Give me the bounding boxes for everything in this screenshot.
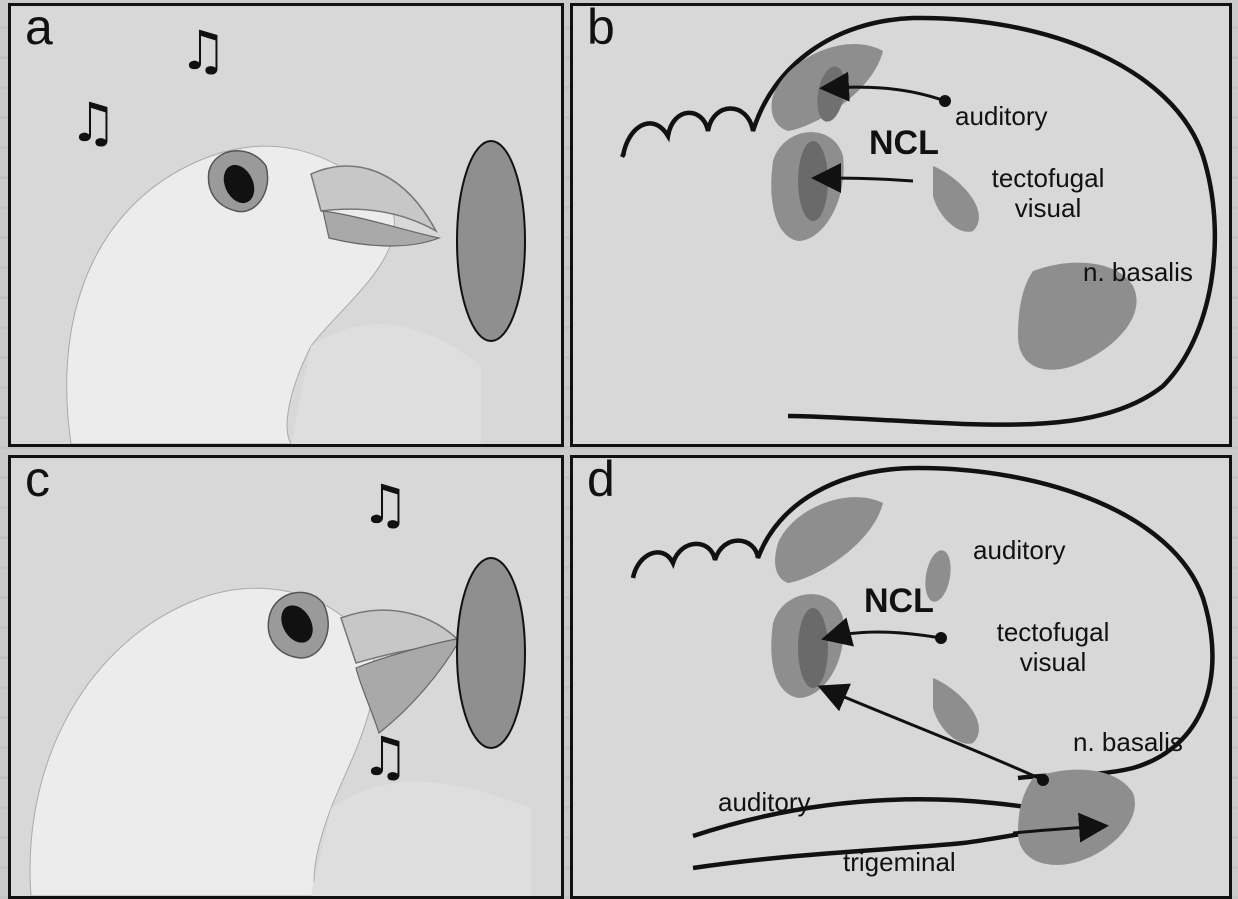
- label-tectofugal-visual: tectofugal visual: [978, 618, 1128, 678]
- area-tectofugal-visual: [798, 608, 828, 688]
- label-tectofugal-line1: tectofugal: [978, 618, 1128, 648]
- music-note-icon: ♫: [179, 24, 227, 78]
- pigeon-brain-diagram-d: [573, 458, 1229, 896]
- label-n-basalis: n. basalis: [1073, 728, 1183, 758]
- area-lateral: [933, 166, 979, 232]
- panel-letter-d: d: [587, 455, 615, 504]
- panel-b: b auditory NCL tectofugal visual n. basa…: [570, 3, 1232, 447]
- visual-target-ellipse-c: [457, 558, 525, 748]
- panel-c: c ♫ ♫: [8, 455, 564, 899]
- label-tectofugal-visual: tectofugal visual: [978, 164, 1118, 224]
- brain-outline: [623, 18, 1215, 425]
- label-auditory-input: auditory: [718, 788, 811, 818]
- panel-letter-a: a: [25, 3, 53, 52]
- area-lateral: [933, 678, 979, 744]
- label-ncl: NCL: [869, 124, 939, 163]
- label-n-basalis: n. basalis: [1083, 258, 1193, 288]
- label-trigeminal-input: trigeminal: [843, 848, 956, 878]
- arrow-tectofugal: [827, 632, 941, 638]
- label-tectofugal-line2: visual: [978, 194, 1118, 224]
- pigeon-brain-diagram-b: [573, 6, 1229, 444]
- area-n-basalis: [1018, 770, 1135, 865]
- pigeon-head-illustration-a: [11, 6, 561, 444]
- pigeon-head-illustration-c: [11, 458, 561, 896]
- panel-letter-b: b: [587, 3, 615, 52]
- label-tectofugal-line2: visual: [978, 648, 1128, 678]
- music-note-icon: ♫: [69, 96, 117, 150]
- visual-target-ellipse-a: [457, 141, 525, 341]
- label-ncl: NCL: [864, 582, 934, 621]
- label-auditory: auditory: [973, 536, 1066, 566]
- panel-a: a ♫ ♫: [8, 3, 564, 447]
- music-note-icon: ♫: [361, 730, 409, 784]
- panel-d: d auditory NCL tectofugal visual n. basa…: [570, 455, 1232, 899]
- area-tectofugal-visual: [798, 141, 828, 221]
- panel-letter-c: c: [25, 455, 50, 504]
- label-tectofugal-line1: tectofugal: [978, 164, 1118, 194]
- music-note-icon: ♫: [361, 478, 409, 532]
- label-auditory: auditory: [955, 102, 1048, 132]
